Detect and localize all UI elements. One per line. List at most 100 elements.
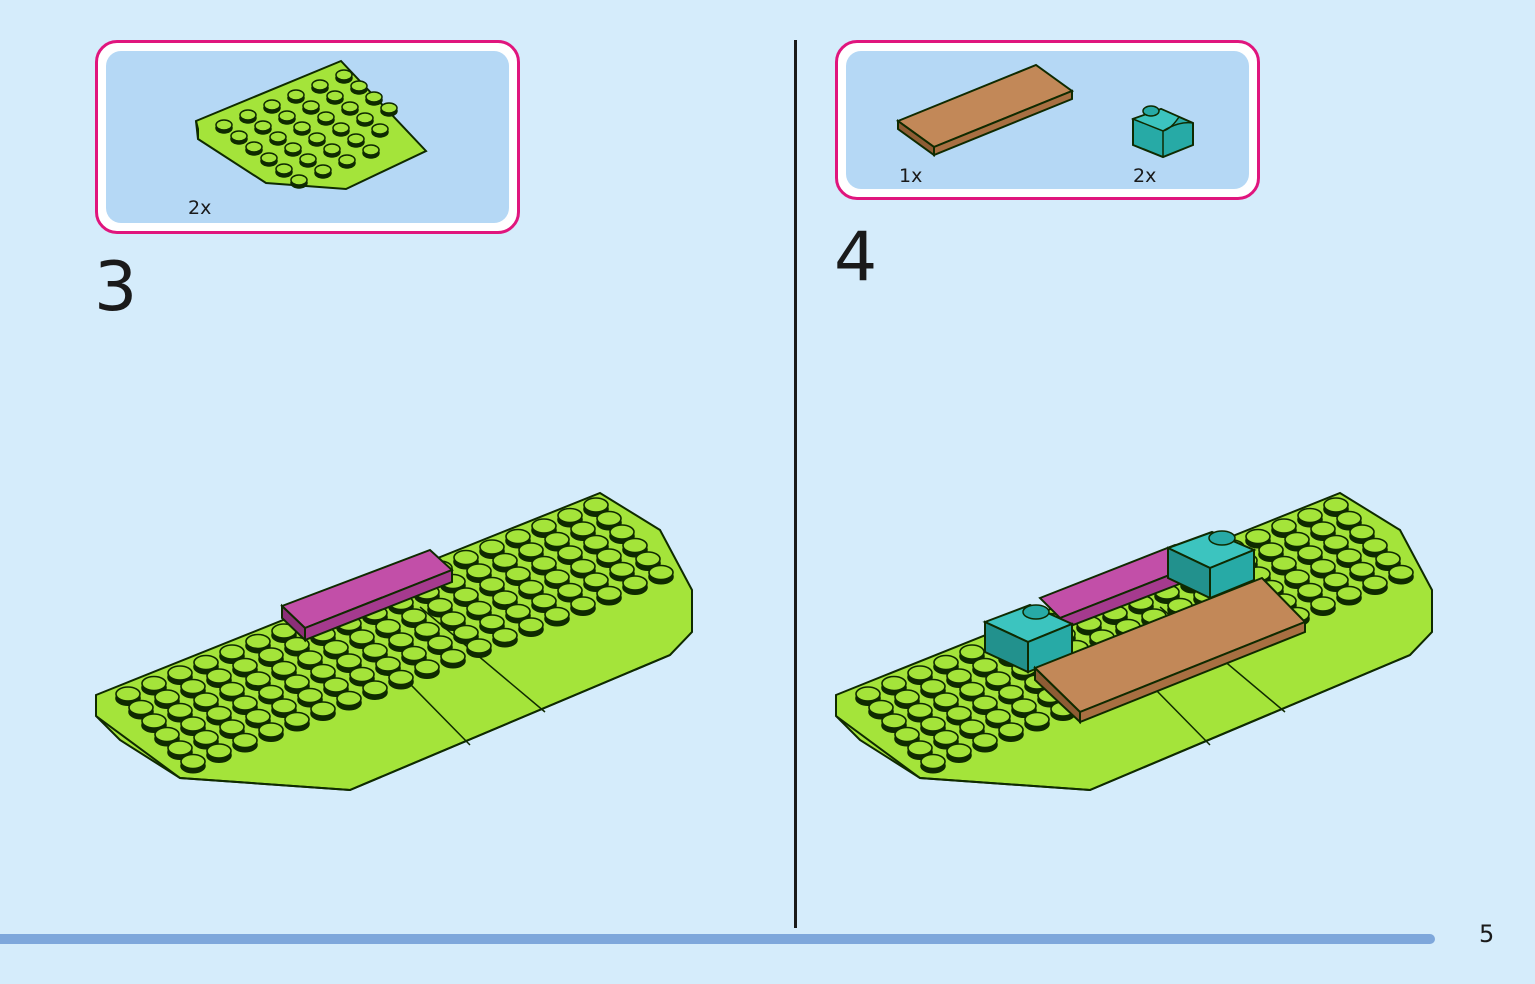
teal-brick-left bbox=[982, 603, 1075, 674]
stud bbox=[946, 705, 972, 722]
stud bbox=[531, 555, 557, 572]
stud bbox=[907, 665, 933, 681]
stud bbox=[310, 701, 336, 717]
stud bbox=[258, 647, 284, 663]
stud bbox=[570, 521, 596, 537]
stud bbox=[855, 686, 881, 702]
stud bbox=[959, 719, 985, 735]
stud bbox=[167, 702, 193, 719]
stud bbox=[167, 665, 193, 681]
stud bbox=[167, 740, 193, 756]
stud bbox=[336, 653, 362, 669]
stud bbox=[479, 539, 505, 555]
stud bbox=[1258, 542, 1284, 558]
stud bbox=[336, 690, 362, 707]
stud bbox=[245, 141, 263, 153]
stud bbox=[349, 629, 375, 645]
magenta-tile bbox=[280, 548, 454, 643]
stud bbox=[544, 606, 570, 623]
stud bbox=[959, 681, 985, 698]
stud bbox=[414, 659, 440, 675]
stud bbox=[596, 585, 622, 602]
stud bbox=[1011, 698, 1037, 714]
stud bbox=[338, 154, 356, 166]
stud bbox=[985, 671, 1011, 687]
stud bbox=[1349, 524, 1375, 540]
stud bbox=[518, 542, 544, 558]
stud bbox=[570, 596, 596, 612]
stud bbox=[440, 611, 466, 627]
stud bbox=[193, 729, 219, 746]
stud bbox=[206, 743, 232, 759]
stud bbox=[308, 132, 326, 144]
stud bbox=[290, 174, 308, 186]
stud bbox=[609, 524, 635, 540]
stud bbox=[920, 716, 946, 732]
stud bbox=[271, 660, 297, 677]
stud bbox=[505, 566, 531, 582]
stud bbox=[492, 627, 518, 644]
stud bbox=[347, 133, 365, 145]
stud bbox=[920, 753, 946, 770]
stud bbox=[215, 119, 233, 131]
stud bbox=[302, 100, 320, 112]
stud bbox=[466, 638, 492, 654]
stud bbox=[230, 130, 248, 142]
stud bbox=[271, 698, 297, 714]
stud bbox=[232, 732, 258, 749]
stud bbox=[341, 101, 359, 113]
stud bbox=[314, 164, 332, 176]
stud bbox=[453, 624, 479, 641]
stud bbox=[206, 705, 232, 722]
stud bbox=[1310, 521, 1336, 537]
step-4-assembly-illustration bbox=[835, 491, 1433, 792]
step-4-parts-callout: 1x 2x bbox=[835, 40, 1260, 200]
stud bbox=[972, 695, 998, 711]
stud bbox=[907, 702, 933, 719]
stud bbox=[1284, 531, 1310, 548]
stud bbox=[894, 689, 920, 705]
stud bbox=[1284, 569, 1310, 585]
stud bbox=[258, 684, 284, 701]
stud bbox=[219, 644, 245, 660]
stud bbox=[128, 699, 154, 716]
stud bbox=[933, 729, 959, 746]
stud bbox=[180, 753, 206, 770]
step-4-number: 4 bbox=[834, 218, 878, 297]
stud bbox=[284, 142, 302, 154]
green-round-corner-plate-icon bbox=[194, 59, 428, 191]
stud bbox=[297, 650, 323, 666]
stud bbox=[427, 597, 453, 614]
stud bbox=[375, 618, 401, 635]
stud bbox=[254, 120, 272, 132]
stud bbox=[1297, 507, 1323, 524]
stud bbox=[622, 537, 648, 554]
stud bbox=[427, 635, 453, 651]
stud bbox=[115, 686, 141, 702]
stud bbox=[583, 534, 609, 551]
stud bbox=[1323, 572, 1349, 588]
stud bbox=[362, 144, 380, 156]
stud bbox=[881, 713, 907, 729]
stud bbox=[1297, 582, 1323, 599]
stud bbox=[180, 716, 206, 732]
stud bbox=[388, 669, 414, 686]
stud bbox=[1349, 561, 1375, 578]
page-number: 5 bbox=[1479, 920, 1495, 948]
stud bbox=[193, 692, 219, 708]
stud bbox=[284, 636, 310, 653]
stud bbox=[263, 99, 281, 111]
stud bbox=[317, 111, 335, 123]
stud bbox=[596, 548, 622, 564]
stud bbox=[245, 633, 271, 650]
stud bbox=[275, 163, 293, 175]
stud bbox=[557, 507, 583, 524]
stud bbox=[557, 545, 583, 561]
stud bbox=[219, 719, 245, 735]
stud bbox=[335, 69, 353, 81]
stud bbox=[154, 726, 180, 743]
stud bbox=[1245, 528, 1271, 545]
stud bbox=[414, 621, 440, 638]
stud bbox=[141, 713, 167, 729]
stud bbox=[1271, 518, 1297, 534]
